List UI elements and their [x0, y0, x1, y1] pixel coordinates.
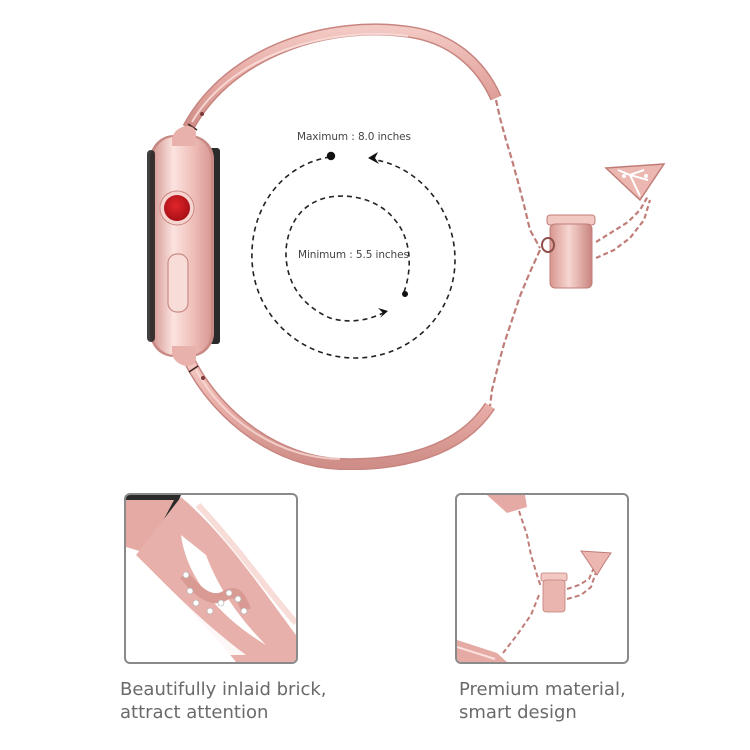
maximum-size-label: Maximum : 8.0 inches: [297, 131, 411, 143]
minimum-size-label: Minimum : 5.5 inches: [298, 249, 409, 261]
watch-case: [147, 126, 220, 366]
chain: [488, 99, 652, 407]
caption-inlaid-line2: attract attention: [120, 702, 269, 723]
diamond-charm: [604, 163, 666, 202]
detail-panel-chain: [455, 493, 629, 664]
size-diagram: [251, 156, 456, 359]
minimum-circle: [285, 195, 410, 322]
side-button: [167, 253, 189, 313]
band-top: [182, 23, 502, 131]
cylinder-clasp: [541, 214, 596, 289]
minimum-start-dot: [402, 291, 408, 297]
minimum-arrow-icon: [378, 308, 388, 318]
maximum-start-dot: [326, 151, 336, 161]
band-bottom: [184, 359, 496, 470]
caption-material-line2: smart design: [459, 702, 577, 723]
caption-material-line1: Premium material,: [459, 679, 626, 700]
digital-crown: [164, 195, 190, 221]
caption-inlaid-line1: Beautifully inlaid brick,: [120, 679, 327, 700]
caption-material: Premium material, smart design: [459, 678, 626, 724]
caption-inlaid: Beautifully inlaid brick, attract attent…: [120, 678, 327, 724]
maximum-circle: [251, 156, 456, 359]
chain-detail-image: [457, 495, 612, 662]
watch-band-illustration: [147, 23, 666, 470]
maximum-arrow-icon: [368, 152, 379, 164]
inlaid-detail-image: [126, 495, 296, 662]
detail-panel-inlaid: [124, 493, 298, 664]
product-hero-image: Maximum : 8.0 inches Minimum : 5.5 inche…: [147, 23, 666, 470]
